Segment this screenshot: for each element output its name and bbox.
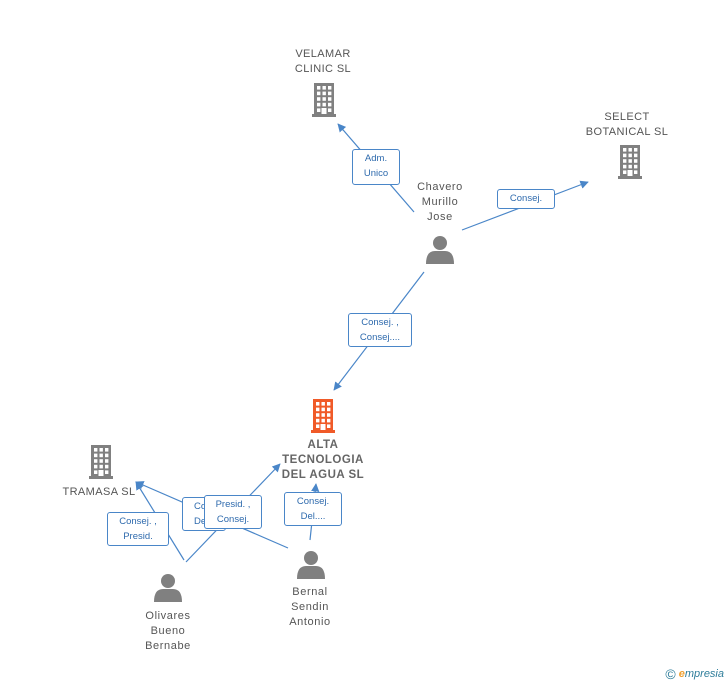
edge-label-line: Consej.... <box>359 332 401 343</box>
velamar-label[interactable]: VELAMAR CLINIC SL <box>268 47 378 77</box>
edge-label-line: Consej. <box>509 193 543 204</box>
tramasa-label-line: TRAMASA SL <box>62 486 136 498</box>
alta-label-line: ALTA <box>307 439 339 451</box>
chavero-person-icon[interactable] <box>426 236 454 264</box>
select-label[interactable]: SELECT BOTANICAL SL <box>572 110 682 140</box>
copyright-symbol: © <box>665 666 676 682</box>
edge-label-line: Del.... <box>300 511 326 522</box>
edge-label-line: Consej. <box>296 496 330 507</box>
edge-label-line: Presid. <box>123 531 153 542</box>
tramasa-building-icon[interactable] <box>89 445 113 479</box>
chavero-label-line: Murillo <box>421 196 459 208</box>
tramasa-label[interactable]: TRAMASA SL <box>44 485 154 500</box>
edge-label-line: Adm. <box>364 153 388 164</box>
edge-label-olivares-alta[interactable]: Presid. , Consej. <box>204 495 262 529</box>
edge-label-olivares-tramasa[interactable]: Consej. , Presid. <box>107 512 169 546</box>
olivares-person-icon[interactable] <box>154 574 182 602</box>
select-label-line: SELECT <box>604 111 650 123</box>
bernal-label-line: Bernal <box>292 586 328 598</box>
footer-brand: © empresia <box>665 666 724 682</box>
alta-label-line: TECNOLOGIA <box>282 454 364 466</box>
bernal-label-line: Sendin <box>291 601 329 613</box>
select-label-line: BOTANICAL SL <box>585 126 669 138</box>
alta-label-line: DEL AGUA SL <box>281 469 365 481</box>
velamar-label-line: CLINIC SL <box>294 63 352 75</box>
chavero-label-line: Chavero <box>417 181 463 193</box>
edge-label-chavero-select[interactable]: Consej. <box>497 189 555 209</box>
edge-label-chavero-velamar[interactable]: Adm. Unico <box>352 149 400 185</box>
edge-label-chavero-alta[interactable]: Consej. , Consej.... <box>348 313 412 347</box>
edge-label-bernal-alta[interactable]: Consej. Del.... <box>284 492 342 526</box>
chavero-label-line: Jose <box>427 211 453 223</box>
edge-label-line: Presid. , <box>215 499 251 510</box>
olivares-label-line: Olivares <box>145 610 191 622</box>
edge-label-line: Consej. <box>216 514 250 525</box>
olivares-label-line: Bernabe <box>145 640 191 652</box>
bernal-label-line: Antonio <box>289 616 331 628</box>
edge-label-line: Unico <box>363 168 389 179</box>
brand-name: mpresia <box>684 667 724 680</box>
edge-label-line: Consej. , <box>119 516 157 527</box>
olivares-label-line: Bueno <box>150 625 186 637</box>
edge-label-line: Consej. , <box>361 317 399 328</box>
bernal-person-icon[interactable] <box>297 551 325 579</box>
alta-building-icon[interactable] <box>311 399 335 433</box>
velamar-building-icon[interactable] <box>312 83 336 117</box>
brand-logo-e: e <box>678 667 685 680</box>
velamar-label-line: VELAMAR <box>295 48 351 60</box>
select-building-icon[interactable] <box>618 145 642 179</box>
alta-label[interactable]: ALTA TECNOLOGIA DEL AGUA SL <box>268 438 378 483</box>
